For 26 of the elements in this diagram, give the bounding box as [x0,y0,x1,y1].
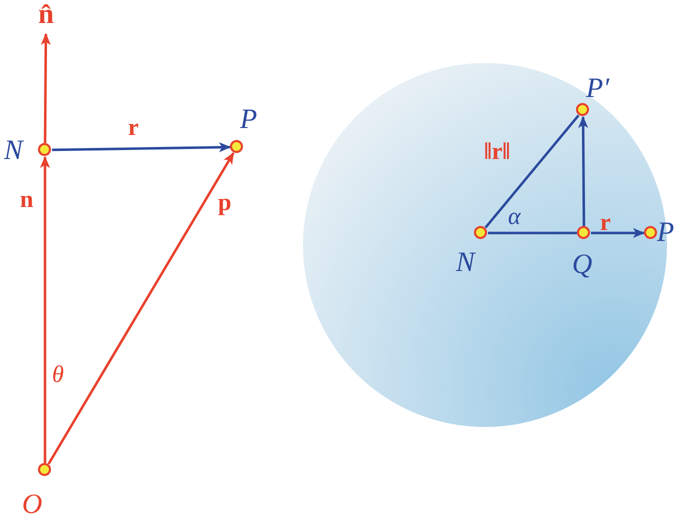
point-label: N [4,136,23,166]
point-label: O [22,490,42,520]
arrow [40,33,51,143]
vector-label: n [20,186,34,215]
vector-label: p [218,189,232,218]
vector-label: r [600,209,611,238]
point-label: P′ [586,74,610,104]
vector-label: r [128,114,139,143]
point-label: N [456,248,475,278]
point-marker [38,463,51,476]
point-label: Q [572,250,592,280]
arrow [578,116,588,226]
point-marker [38,143,51,156]
point-label: P [657,218,674,248]
point-marker [230,140,243,153]
angle-label: α [508,203,521,232]
arrow [52,142,231,152]
line [488,232,577,234]
arrow [48,152,234,465]
arrow [591,228,645,238]
vector-label: n̂ [32,0,60,30]
line [484,114,580,228]
arrow [40,156,50,463]
angle-label: θ [52,361,64,390]
point-label: P [240,105,258,135]
vector-label: ‖r‖ [484,138,510,167]
